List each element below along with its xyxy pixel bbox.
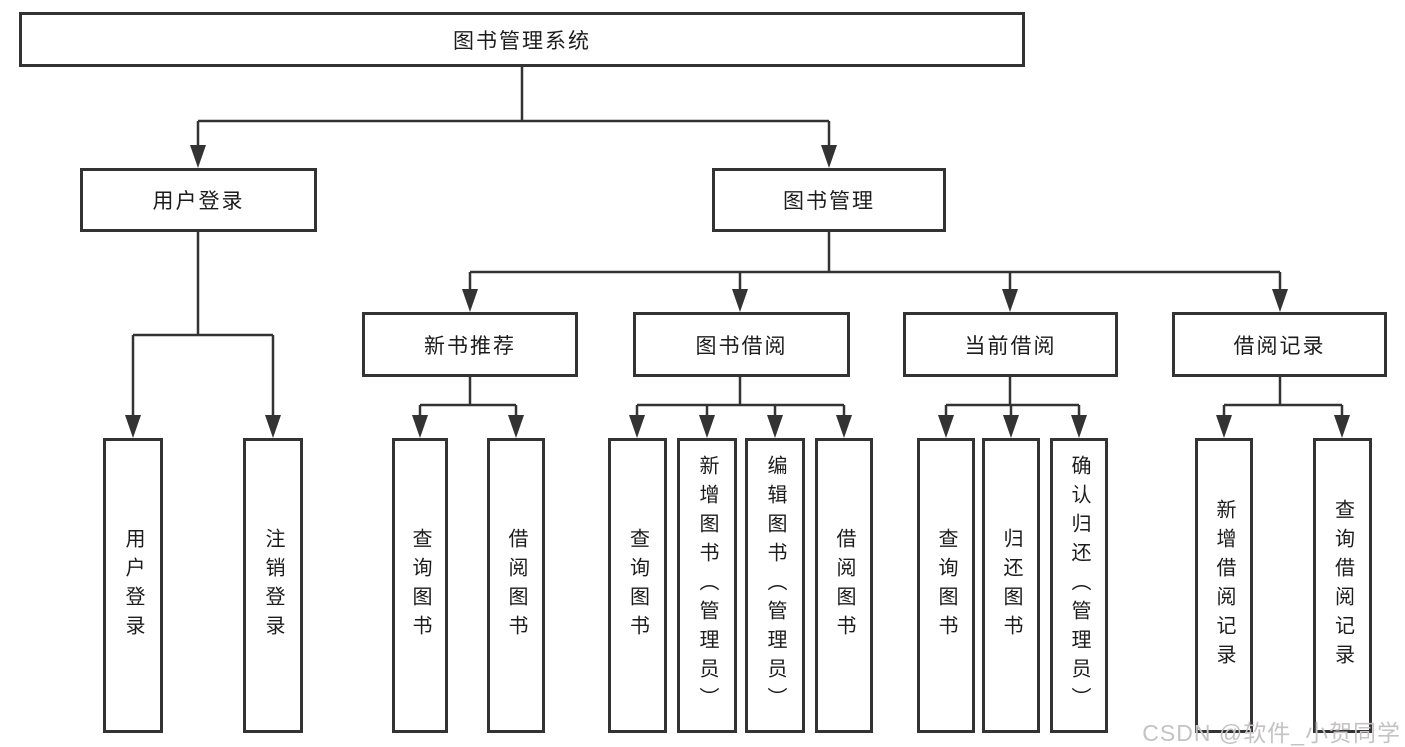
leaf-add-borrow-record-box: 新增借阅记录 xyxy=(1195,438,1253,733)
leaf-query-borrow-record-box: 查询借阅记录 xyxy=(1313,438,1372,733)
new-book-recommend-label: 新书推荐 xyxy=(424,334,516,358)
arrowhead xyxy=(190,145,206,168)
arrowhead xyxy=(699,415,715,438)
book-management-label: 图书管理 xyxy=(783,190,875,213)
leaf-edit-books-admin-box: 编辑图书（管理员） xyxy=(745,438,805,733)
arrowhead xyxy=(767,415,783,438)
leaf-borrow-books-recommend-box: 借阅图书 xyxy=(487,438,545,733)
arrowhead xyxy=(1216,415,1232,438)
user-login-label: 用户登录 xyxy=(152,190,245,213)
current-borrow-box: 当前借阅 xyxy=(903,312,1118,377)
arrowhead xyxy=(629,415,645,438)
leaf-borrow-books-borrow-label: 借阅图书 xyxy=(833,527,855,644)
leaf-user-login-box: 用户登录 xyxy=(103,438,163,733)
borrow-records-label: 借阅记录 xyxy=(1233,334,1326,358)
leaf-user-login-label: 用户登录 xyxy=(122,527,144,644)
arrowhead xyxy=(1334,415,1350,438)
current-borrow-label: 当前借阅 xyxy=(964,334,1057,358)
leaf-return-books-label: 归还图书 xyxy=(1000,527,1022,644)
arrowhead xyxy=(125,415,141,438)
leaf-query-books-recommend-box: 查询图书 xyxy=(392,438,448,733)
arrowhead xyxy=(732,289,748,312)
csdn-watermark: CSDN @软件_小贺同学 xyxy=(1142,720,1401,746)
arrowhead xyxy=(412,415,428,438)
leaf-logout-label: 注销登录 xyxy=(262,527,284,644)
new-book-recommend-box: 新书推荐 xyxy=(362,312,578,377)
book-management-box: 图书管理 xyxy=(712,168,946,232)
user-login-box: 用户登录 xyxy=(80,168,317,232)
leaf-query-books-current-label: 查询图书 xyxy=(935,527,957,644)
arrowhead xyxy=(265,415,281,438)
leaf-logout-box: 注销登录 xyxy=(243,438,303,733)
leaf-edit-books-admin-label: 编辑图书（管理员） xyxy=(764,455,786,716)
leaf-query-books-recommend-label: 查询图书 xyxy=(409,527,431,644)
leaf-add-borrow-record-label: 新增借阅记录 xyxy=(1213,498,1235,673)
leaf-confirm-return-admin-box: 确认归还（管理员） xyxy=(1050,438,1108,733)
leaf-query-books-current-box: 查询图书 xyxy=(917,438,975,733)
arrowhead xyxy=(836,415,852,438)
leaf-query-books-borrow-box: 查询图书 xyxy=(608,438,667,733)
edge-recommend-to-leaves xyxy=(418,377,518,415)
leaf-add-books-admin-box: 新增图书（管理员） xyxy=(677,438,737,733)
system-root-box: 图书管理系统 xyxy=(19,12,1025,67)
leaf-confirm-return-admin-label: 确认归还（管理员） xyxy=(1068,455,1090,716)
arrowhead xyxy=(1002,289,1018,312)
edge-records-to-leaves xyxy=(1222,377,1344,415)
book-borrow-box: 图书借阅 xyxy=(633,312,850,377)
arrowhead xyxy=(1071,415,1087,438)
leaf-borrow-books-recommend-label: 借阅图书 xyxy=(505,527,527,644)
edge-borrow-to-leaves xyxy=(635,377,846,415)
leaf-return-books-box: 归还图书 xyxy=(982,438,1040,733)
leaf-borrow-books-borrow-box: 借阅图书 xyxy=(815,438,873,733)
edge-root-to-level2 xyxy=(196,67,831,146)
edge-bookmgmt-to-level3 xyxy=(468,232,1282,290)
arrowhead xyxy=(508,415,524,438)
borrow-records-box: 借阅记录 xyxy=(1172,312,1387,377)
book-borrow-label: 图书借阅 xyxy=(695,334,788,358)
arrowhead xyxy=(1272,289,1288,312)
leaf-add-books-admin-label: 新增图书（管理员） xyxy=(696,455,718,716)
arrowhead xyxy=(462,289,478,312)
arrowhead xyxy=(1003,415,1019,438)
arrowhead xyxy=(938,415,954,438)
arrowhead xyxy=(821,145,837,168)
edge-current-to-leaves xyxy=(944,377,1081,415)
edge-userlogin-to-leaves xyxy=(131,232,275,415)
leaf-query-borrow-record-label: 查询借阅记录 xyxy=(1331,498,1354,673)
leaf-query-books-borrow-label: 查询图书 xyxy=(626,527,649,644)
system-root-label: 图书管理系统 xyxy=(453,29,591,53)
